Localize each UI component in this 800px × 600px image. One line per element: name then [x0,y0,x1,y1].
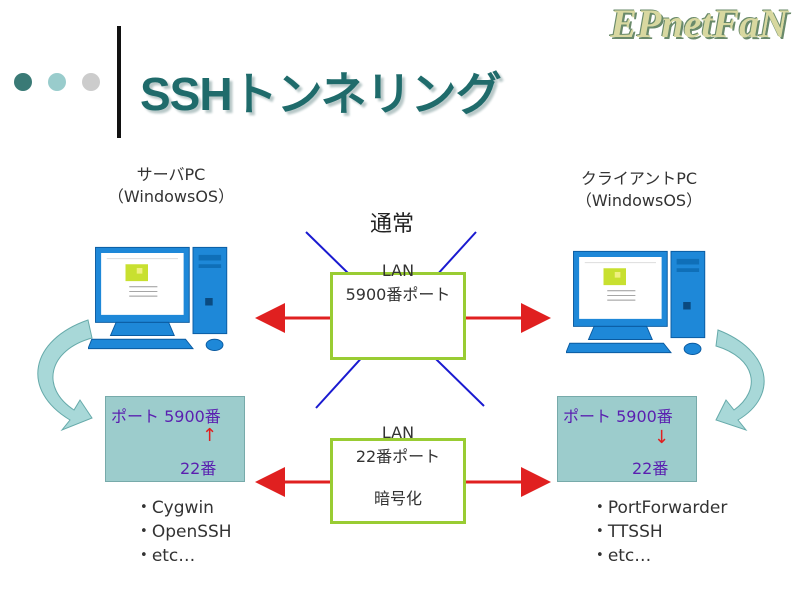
title-dot-2 [48,73,66,91]
list-item: TTSSH [596,520,727,544]
normal-port-label: 5900番ポート [345,285,451,304]
server-label-line2: （WindowsOS） [107,187,235,206]
list-item: etc… [596,544,727,568]
list-item: PortForwarder [596,496,728,520]
server-port-box: ポート 5900番 ↑ 22番 [105,396,245,482]
list-item: OpenSSH [140,520,232,544]
server-port-arrow: ↑ [202,425,218,446]
client-port-bottom: 22番 [632,459,669,478]
client-computer-icon [566,250,706,355]
server-label: サーバPC （WindowsOS） [96,164,246,208]
client-label: クライアントPC （WindowsOS） [564,168,714,212]
server-label-line1: サーバPC [136,165,206,184]
client-port-arrow: ↓ [654,427,670,448]
tunnel-encrypt-label: 暗号化 [373,489,422,508]
page-title: SSHトンネリング [140,68,502,120]
normal-lan-box: LAN 5900番ポート [330,261,466,360]
client-curved-arrow [715,329,765,432]
client-tools-list: PortForwarder TTSSH etc… [596,496,728,568]
client-port-box: ポート 5900番 ↓ 22番 [557,396,697,482]
server-computer-icon [88,246,228,351]
client-label-line1: クライアントPC [580,169,698,188]
client-port-top: ポート 5900番 [563,407,673,426]
tunnel-lan-box: LAN 22番ポート 暗号化 [330,423,466,524]
title-dot-1 [14,73,32,91]
client-label-line2: （WindowsOS） [575,191,703,210]
list-item: etc… [140,544,232,568]
server-curved-arrow [37,319,93,432]
normal-lan-label: LAN [381,261,415,280]
normal-label: 通常 [370,212,415,237]
server-port-top: ポート 5900番 [111,407,221,426]
server-tools-list: Cygwin OpenSSH etc… [140,496,232,568]
tunnel-lan-label: LAN [381,423,415,442]
tunnel-port-label: 22番ポート [355,447,441,466]
server-port-bottom: 22番 [180,459,217,478]
title-dot-3 [82,73,100,91]
list-item: Cygwin [140,496,232,520]
brand-logo: EPnetFaN [610,1,788,46]
title-divider [117,26,121,138]
